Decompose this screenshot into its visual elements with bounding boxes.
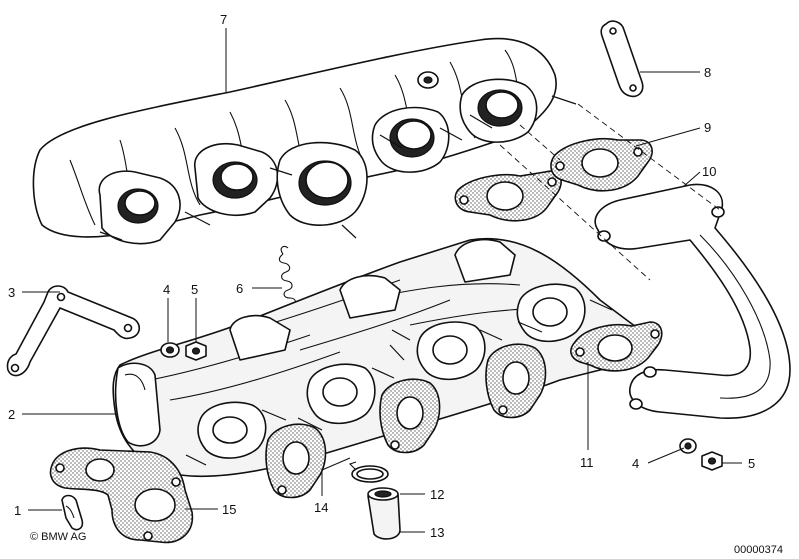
callout-5-left: 5: [191, 282, 198, 297]
bracket-8: [600, 20, 644, 98]
exhaust-gasket-lower: [265, 321, 663, 499]
callout-15: 15: [222, 502, 236, 517]
heat-shield-manifold: [32, 37, 577, 245]
callout-11: 11: [580, 455, 594, 470]
bracket-3: [6, 285, 141, 377]
callout-6: 6: [236, 281, 243, 296]
callout-5-right: 5: [748, 456, 755, 471]
callout-12: 12: [430, 487, 444, 502]
callout-3: 3: [8, 285, 15, 300]
callout-2: 2: [8, 407, 15, 422]
washer-left: [160, 342, 180, 358]
washer-right: [679, 438, 697, 454]
callout-13: 13: [430, 525, 444, 540]
callout-1: 1: [14, 503, 21, 518]
front-exhaust-pipe: [594, 183, 791, 419]
copyright-notice: © BMW AG: [30, 531, 86, 543]
hose-clamp: [348, 461, 389, 483]
nut-right: [701, 451, 723, 471]
nut-left: [185, 341, 207, 361]
lower-manifold: [112, 237, 645, 478]
callout-4-left: 4: [163, 282, 170, 297]
callout-7: 7: [220, 12, 227, 27]
callout-14: 14: [314, 500, 328, 515]
hose-clip: [61, 494, 84, 531]
vacuum-hose: [367, 487, 401, 540]
leader-lines: [22, 28, 742, 533]
callout-8: 8: [704, 65, 711, 80]
inlet-gasket: [49, 447, 194, 544]
callout-10: 10: [702, 164, 716, 179]
callout-4-right: 4: [632, 456, 639, 471]
callout-9: 9: [704, 120, 711, 135]
part-code: 00000374: [734, 544, 783, 556]
exhaust-gasket-upper: [454, 137, 653, 222]
stud-spacer: [417, 71, 439, 89]
